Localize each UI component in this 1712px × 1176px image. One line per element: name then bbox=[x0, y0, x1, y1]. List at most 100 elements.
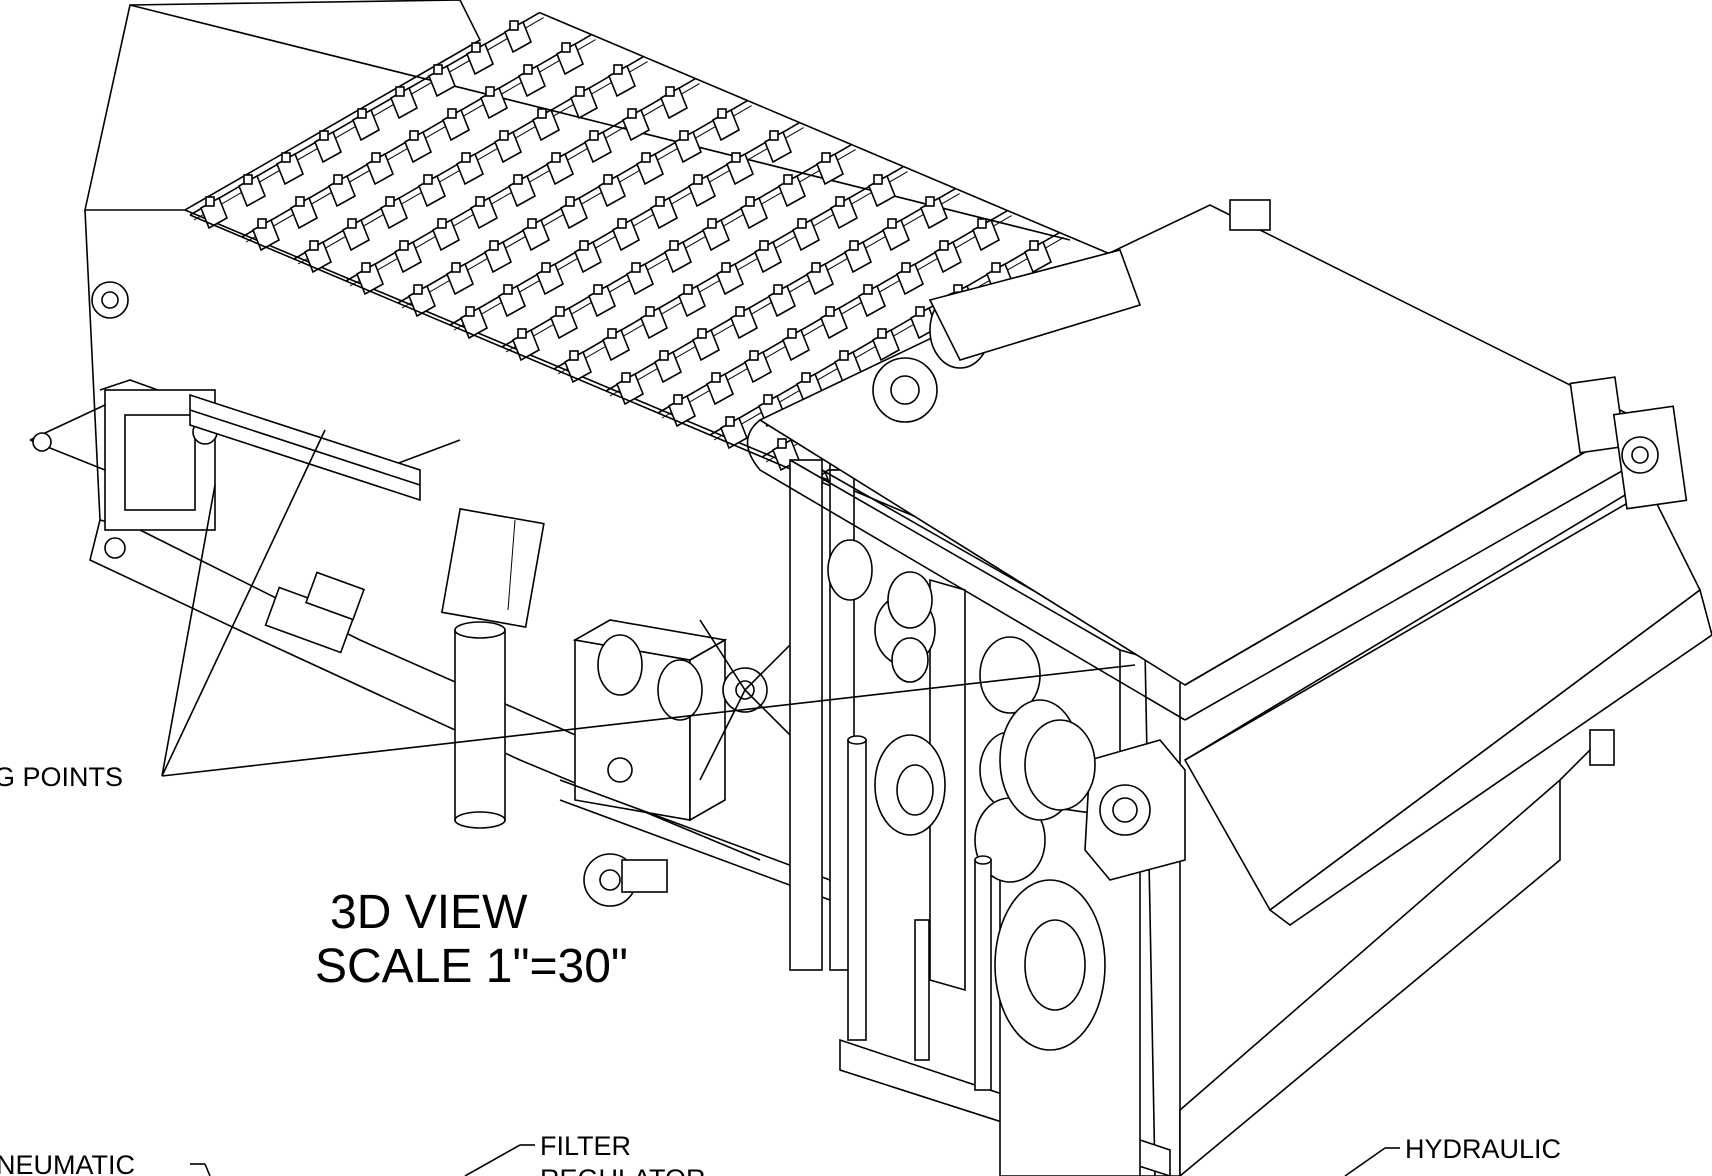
plow-clamp bbox=[579, 240, 589, 251]
plow-clamp bbox=[423, 174, 433, 185]
plow-clamp bbox=[825, 306, 835, 317]
plow-clamp bbox=[787, 328, 797, 339]
plow-clamp bbox=[655, 196, 665, 207]
plow-clamp bbox=[537, 108, 547, 119]
plow-clamp bbox=[863, 284, 873, 295]
plow-clamp bbox=[665, 86, 675, 97]
plow-clamp bbox=[783, 174, 793, 185]
press-section-frame bbox=[789, 459, 1615, 1176]
plow-clamp bbox=[527, 218, 537, 229]
plow-clamp bbox=[749, 350, 759, 361]
plow-clamp bbox=[523, 64, 533, 75]
plow-clamp bbox=[513, 174, 523, 185]
plow-clamp bbox=[693, 174, 703, 185]
plow-clamp bbox=[673, 394, 683, 405]
plow-clamp bbox=[465, 306, 475, 317]
plow-clamp bbox=[777, 438, 787, 449]
plow-clamp bbox=[735, 306, 745, 317]
plow-clamp bbox=[721, 262, 731, 273]
plow-clamp bbox=[759, 240, 769, 251]
plow-clamp bbox=[991, 262, 1001, 273]
plow-clamp bbox=[569, 350, 579, 361]
plow-clamp bbox=[471, 42, 481, 53]
plow-clamp bbox=[607, 328, 617, 339]
plow-clamp bbox=[357, 108, 367, 119]
plow-clamp bbox=[915, 306, 925, 317]
view-title: 3D VIEW bbox=[330, 886, 528, 939]
plow-clamp bbox=[645, 306, 655, 317]
plow-clamp bbox=[461, 152, 471, 163]
plow-clamp bbox=[575, 86, 585, 97]
plow-clamp bbox=[887, 218, 897, 229]
plow-clamp bbox=[873, 174, 883, 185]
plow-clamp bbox=[589, 130, 599, 141]
plow-grid-rail bbox=[539, 11, 1190, 289]
plow-clamp bbox=[333, 174, 343, 185]
plow-clamp bbox=[517, 328, 527, 339]
plow-clamp bbox=[659, 350, 669, 361]
plow-clamp bbox=[745, 196, 755, 207]
drive-gearbox bbox=[1024, 719, 1186, 881]
gravity-drum bbox=[872, 249, 1142, 423]
plow-clamp bbox=[679, 130, 689, 141]
plow-clamp bbox=[839, 350, 849, 361]
plow-clamp bbox=[361, 262, 371, 273]
plow-grid-rail bbox=[189, 214, 841, 491]
plow-clamp bbox=[551, 152, 561, 163]
plow-clamp bbox=[509, 20, 519, 31]
press-rollers bbox=[827, 539, 1106, 1051]
regulator-label: REGULATOR bbox=[540, 1164, 706, 1176]
plow-clamp bbox=[877, 328, 887, 339]
plow-clamp bbox=[725, 416, 735, 427]
plow-clamp bbox=[399, 240, 409, 251]
plow-clamp bbox=[621, 372, 631, 383]
plow-clamp bbox=[281, 152, 291, 163]
plow-clamp bbox=[447, 108, 457, 119]
plow-clamp bbox=[561, 42, 571, 53]
plow-clamp bbox=[541, 262, 551, 273]
plow-clamp bbox=[627, 108, 637, 119]
plow-clamp bbox=[565, 196, 575, 207]
plow-clamp bbox=[773, 284, 783, 295]
plow-clamp bbox=[669, 240, 679, 251]
lifting-points-label: G POINTS bbox=[0, 762, 123, 792]
plow-clamp bbox=[849, 240, 859, 251]
plow-clamp bbox=[683, 284, 693, 295]
plow-clamp bbox=[451, 262, 461, 273]
plow-clamp bbox=[395, 86, 405, 97]
plow-clamp bbox=[437, 218, 447, 229]
plow-clamp bbox=[711, 372, 721, 383]
plow-clamp bbox=[475, 196, 485, 207]
plow-clamp bbox=[697, 328, 707, 339]
plow-clamp bbox=[707, 218, 717, 229]
plow-clamp bbox=[503, 284, 513, 295]
plow-clamp bbox=[371, 152, 381, 163]
plow-clamp bbox=[603, 174, 613, 185]
plow-clamp bbox=[243, 174, 253, 185]
hydraulic-label: HYDRAULIC bbox=[1405, 1134, 1561, 1164]
plow-clamp bbox=[617, 218, 627, 229]
plow-clamp bbox=[499, 130, 509, 141]
plow-clamp bbox=[309, 240, 319, 251]
callout-leaders bbox=[161, 429, 1400, 1176]
plow-clamp bbox=[347, 218, 357, 229]
plow-clamp bbox=[977, 218, 987, 229]
plow-clamp bbox=[489, 240, 499, 251]
plow-clamp bbox=[413, 284, 423, 295]
plow-clamp bbox=[593, 284, 603, 295]
plow-clamp bbox=[731, 152, 741, 163]
plow-clamp bbox=[433, 64, 443, 75]
plow-clamp bbox=[763, 394, 773, 405]
plow-clamp bbox=[319, 130, 329, 141]
plow-clamp bbox=[925, 196, 935, 207]
plow-clamp bbox=[555, 306, 565, 317]
plow-clamp bbox=[1029, 240, 1039, 251]
washwater-pipes bbox=[847, 735, 992, 1091]
plow-clamp bbox=[257, 218, 267, 229]
plow-clamp bbox=[717, 108, 727, 119]
plow-clamp bbox=[769, 130, 779, 141]
plow-clamp bbox=[821, 152, 831, 163]
view-scale: SCALE 1"=30" bbox=[315, 940, 628, 993]
plow-clamp bbox=[409, 130, 419, 141]
